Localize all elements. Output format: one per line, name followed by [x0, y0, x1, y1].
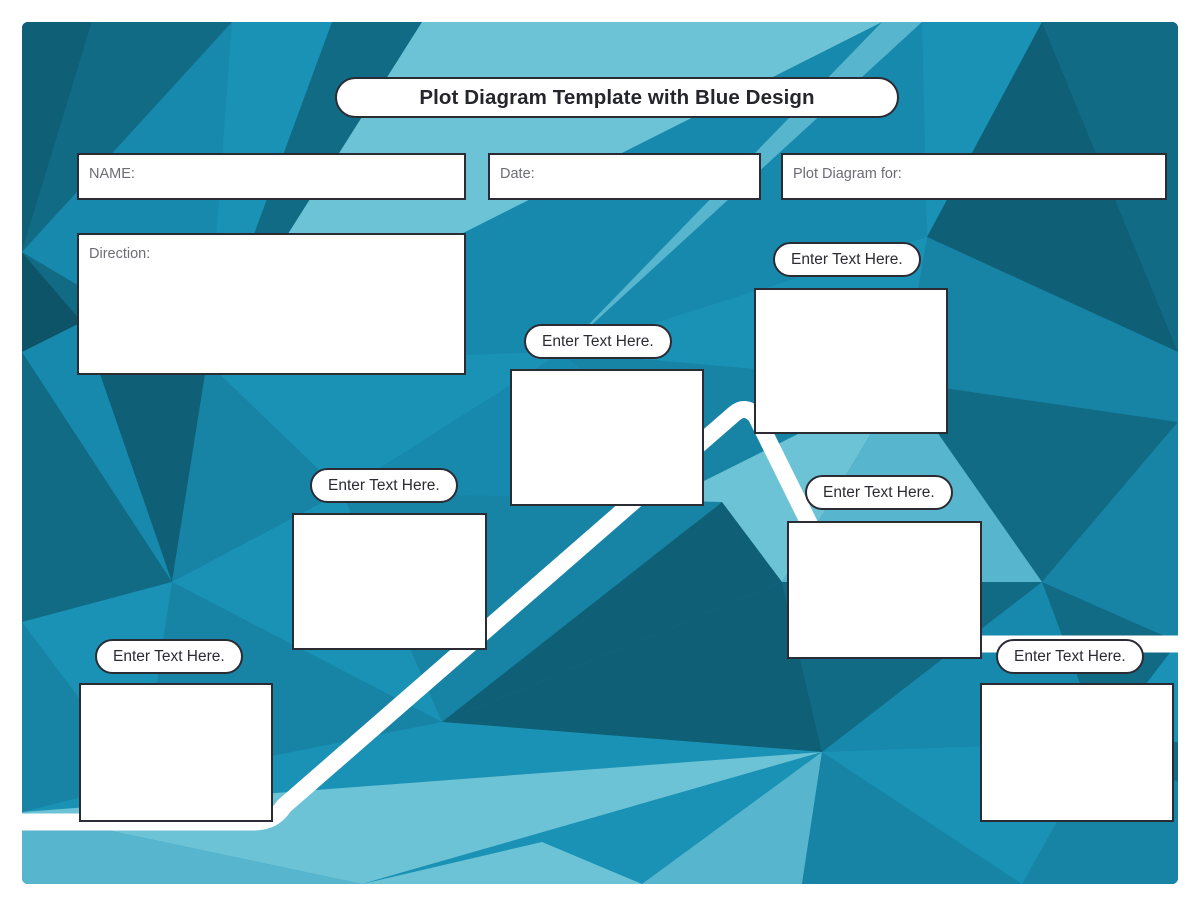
- stage-label-text: Enter Text Here.: [823, 483, 935, 501]
- stage-label-rising-action[interactable]: Enter Text Here.: [310, 468, 458, 503]
- plot-for-field-label: Plot Diagram for:: [793, 166, 902, 182]
- stage-box-resolution[interactable]: [980, 683, 1174, 822]
- stage-box-falling-action[interactable]: [787, 521, 982, 659]
- stage-box-exposition[interactable]: [79, 683, 273, 822]
- date-field[interactable]: Date:: [488, 153, 761, 200]
- direction-field-label: Direction:: [89, 246, 151, 262]
- page-title-banner: Plot Diagram Template with Blue Design: [335, 77, 899, 118]
- date-field-label: Date:: [500, 166, 535, 182]
- stage-label-text: Enter Text Here.: [328, 476, 440, 494]
- stage-box-rising-action[interactable]: [292, 513, 487, 650]
- stage-label-falling-action[interactable]: Enter Text Here.: [805, 475, 953, 510]
- direction-field[interactable]: Direction:: [77, 233, 466, 375]
- stage-label-text: Enter Text Here.: [113, 647, 225, 665]
- name-field-label: NAME:: [89, 166, 135, 182]
- stage-label-text: Enter Text Here.: [1014, 647, 1126, 665]
- stage-label-climax-lead[interactable]: Enter Text Here.: [524, 324, 672, 359]
- poster-canvas: Plot Diagram Template with Blue Design N…: [22, 22, 1178, 884]
- stage-label-text: Enter Text Here.: [542, 332, 654, 350]
- stage-label-climax[interactable]: Enter Text Here.: [773, 242, 921, 277]
- name-field[interactable]: NAME:: [77, 153, 466, 200]
- stage-box-climax-lead[interactable]: [510, 369, 704, 506]
- stage-label-text: Enter Text Here.: [791, 250, 903, 268]
- stage-label-resolution[interactable]: Enter Text Here.: [996, 639, 1144, 674]
- page-title: Plot Diagram Template with Blue Design: [419, 85, 815, 109]
- stage-label-exposition[interactable]: Enter Text Here.: [95, 639, 243, 674]
- plot-for-field[interactable]: Plot Diagram for:: [781, 153, 1167, 200]
- stage-box-climax[interactable]: [754, 288, 948, 434]
